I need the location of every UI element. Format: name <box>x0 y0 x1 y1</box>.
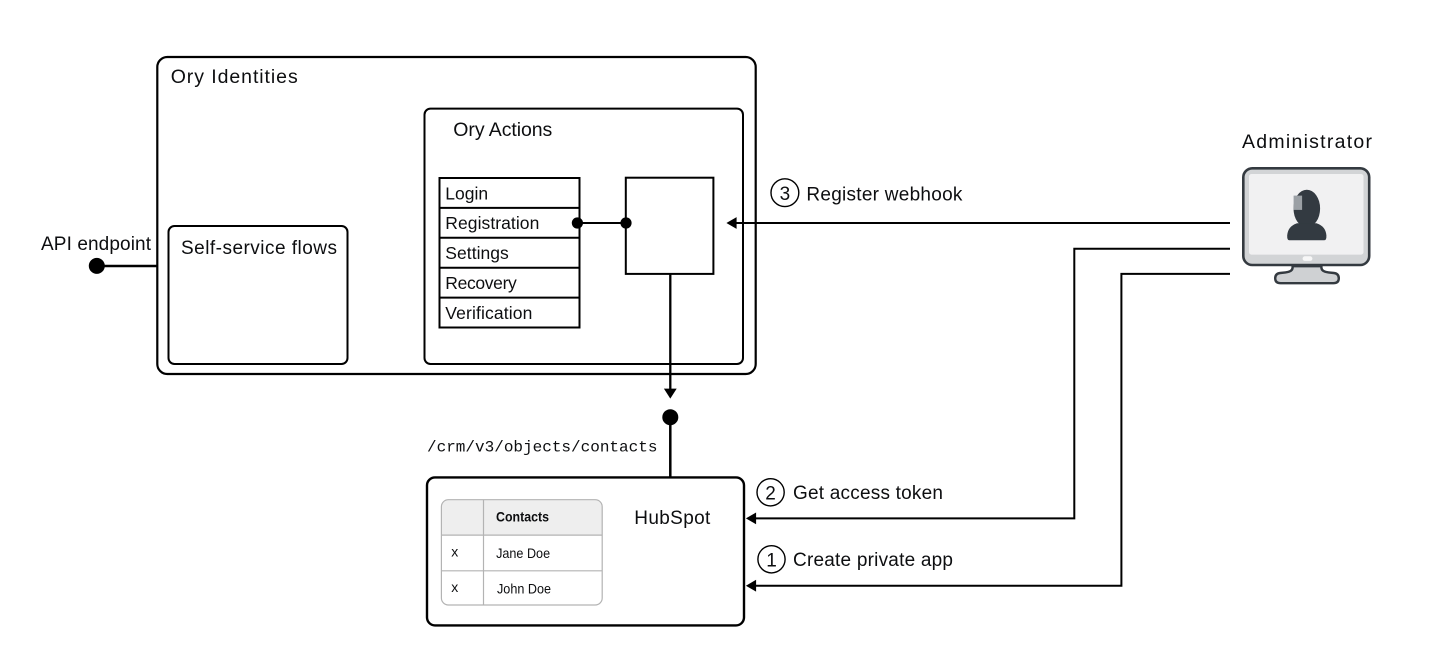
svg-text:Registration: Registration <box>445 213 539 233</box>
svg-text:x: x <box>451 579 458 595</box>
svg-text:Contacts: Contacts <box>496 509 549 525</box>
svg-text:Login: Login <box>445 183 488 203</box>
svg-text:Register webhook: Register webhook <box>806 185 963 206</box>
svg-text:Ory Actions: Ory Actions <box>453 119 552 141</box>
svg-text:Create private app: Create private app <box>793 550 953 571</box>
svg-text:Ory Identities: Ory Identities <box>171 66 298 88</box>
svg-text:HubSpot: HubSpot <box>634 508 711 529</box>
svg-text:x: x <box>451 543 458 559</box>
svg-text:1: 1 <box>766 551 777 572</box>
svg-text:Verification: Verification <box>445 303 532 323</box>
svg-text:Recovery: Recovery <box>445 273 517 293</box>
svg-text:Administrator: Administrator <box>1242 131 1373 153</box>
svg-text:3: 3 <box>780 184 791 205</box>
svg-text:Settings: Settings <box>445 243 509 263</box>
svg-text:Jane Doe: Jane Doe <box>496 545 550 561</box>
svg-text:John Doe: John Doe <box>497 581 551 597</box>
svg-text:/crm/v3/objects/contacts: /crm/v3/objects/contacts <box>427 438 657 456</box>
svg-text:API endpoint: API endpoint <box>41 234 152 255</box>
svg-text:Get access token: Get access token <box>793 483 943 504</box>
svg-text:2: 2 <box>765 484 776 505</box>
svg-text:Self-service flows: Self-service flows <box>181 238 337 259</box>
